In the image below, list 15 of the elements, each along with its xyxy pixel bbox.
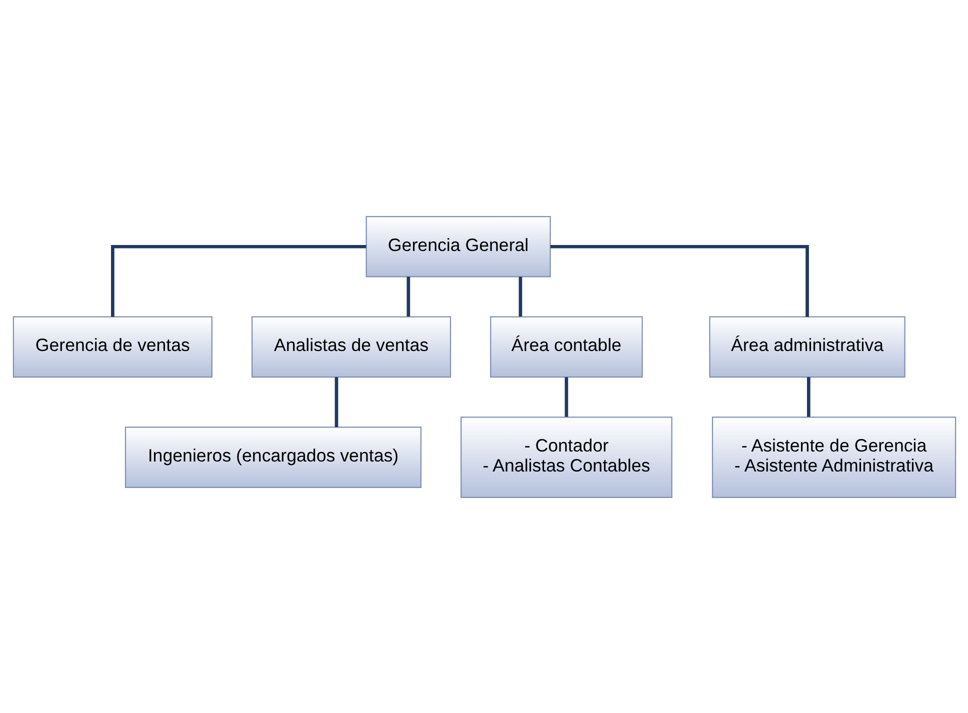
node-box: - Contador - Analistas Contables <box>460 416 672 498</box>
connector <box>564 376 568 416</box>
node-box: Área administrativa <box>708 316 905 378</box>
connector <box>406 276 410 316</box>
connector <box>334 376 338 427</box>
connector <box>110 244 366 316</box>
node-box: Analistas de ventas <box>250 316 451 378</box>
node-box: - Asistente de Gerencia - Asistente Administrativa <box>711 416 956 498</box>
connector <box>806 376 810 416</box>
node-box: Gerencia General <box>365 215 550 277</box>
node-box: Gerencia de ventas <box>12 316 212 378</box>
connector <box>518 276 522 316</box>
connector <box>550 244 808 316</box>
node-box: Área contable <box>490 316 642 378</box>
node-box: Ingenieros (encargados ventas) <box>124 426 421 488</box>
